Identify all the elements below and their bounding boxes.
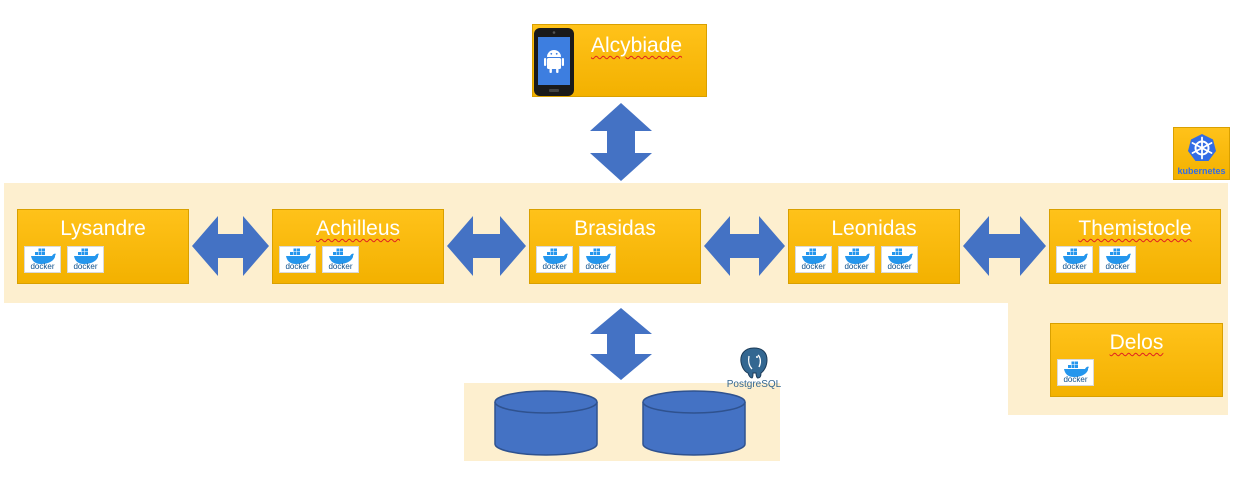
- docker-icon: docker: [795, 246, 832, 273]
- docker-icon: docker: [881, 246, 918, 273]
- service-title: Lysandre: [60, 217, 146, 240]
- service-box-leonidas: Leonidas docker docker docker: [788, 209, 960, 284]
- postgresql-label: PostgreSQL: [726, 379, 782, 390]
- docker-label: docker: [1105, 262, 1130, 271]
- kubernetes-helm-icon: [1188, 134, 1216, 161]
- docker-icon: docker: [279, 246, 316, 273]
- service-box-themistocle: Themistocle docker docker: [1049, 209, 1221, 284]
- client-box-alcybiade: Alcybiade: [532, 24, 707, 97]
- docker-icon: docker: [838, 246, 875, 273]
- docker-label: docker: [801, 262, 826, 271]
- kubernetes-label: kubernetes: [1177, 166, 1226, 176]
- service-title: Themistocle: [1078, 217, 1192, 240]
- arrow-bidirectional: [704, 216, 785, 276]
- docker-label: docker: [542, 262, 567, 271]
- postgresql-elephant-icon: [740, 347, 768, 379]
- docker-label: docker: [1062, 262, 1087, 271]
- docker-label: docker: [285, 262, 310, 271]
- docker-icon: docker: [1099, 246, 1136, 273]
- docker-icon: docker: [1056, 246, 1093, 273]
- docker-label: docker: [30, 262, 55, 271]
- arrow-client-to-cluster: [590, 103, 652, 181]
- docker-icon: docker: [67, 246, 104, 273]
- docker-label: docker: [73, 262, 98, 271]
- arrow-bidirectional: [192, 216, 269, 276]
- service-box-delos: Delos docker: [1050, 323, 1223, 397]
- docker-icon: docker: [536, 246, 573, 273]
- docker-icon: docker: [322, 246, 359, 273]
- kubernetes-badge: kubernetes: [1173, 127, 1230, 180]
- service-box-achilleus: Achilleus docker docker: [272, 209, 444, 284]
- docker-label: docker: [328, 262, 353, 271]
- docker-label: docker: [887, 262, 912, 271]
- docker-label: docker: [844, 262, 869, 271]
- client-title: Alcybiade: [591, 34, 683, 57]
- docker-label: docker: [1063, 375, 1088, 384]
- database-cylinder: [494, 390, 598, 456]
- service-title: Leonidas: [831, 217, 917, 240]
- docker-icon: docker: [579, 246, 616, 273]
- docker-label: docker: [585, 262, 610, 271]
- android-phone-icon: [534, 28, 574, 96]
- arrow-bidirectional: [447, 216, 526, 276]
- docker-icon: docker: [24, 246, 61, 273]
- service-box-lysandre: Lysandre docker docker: [17, 209, 189, 284]
- arrow-brasidas-to-database: [590, 308, 652, 380]
- service-title: Brasidas: [574, 217, 656, 240]
- database-cylinder: [642, 390, 746, 456]
- service-box-brasidas: Brasidas docker docker: [529, 209, 701, 284]
- docker-icon: docker: [1057, 359, 1094, 386]
- service-title: Achilleus: [315, 217, 401, 240]
- service-title: Delos: [1109, 331, 1164, 354]
- arrow-bidirectional: [963, 216, 1046, 276]
